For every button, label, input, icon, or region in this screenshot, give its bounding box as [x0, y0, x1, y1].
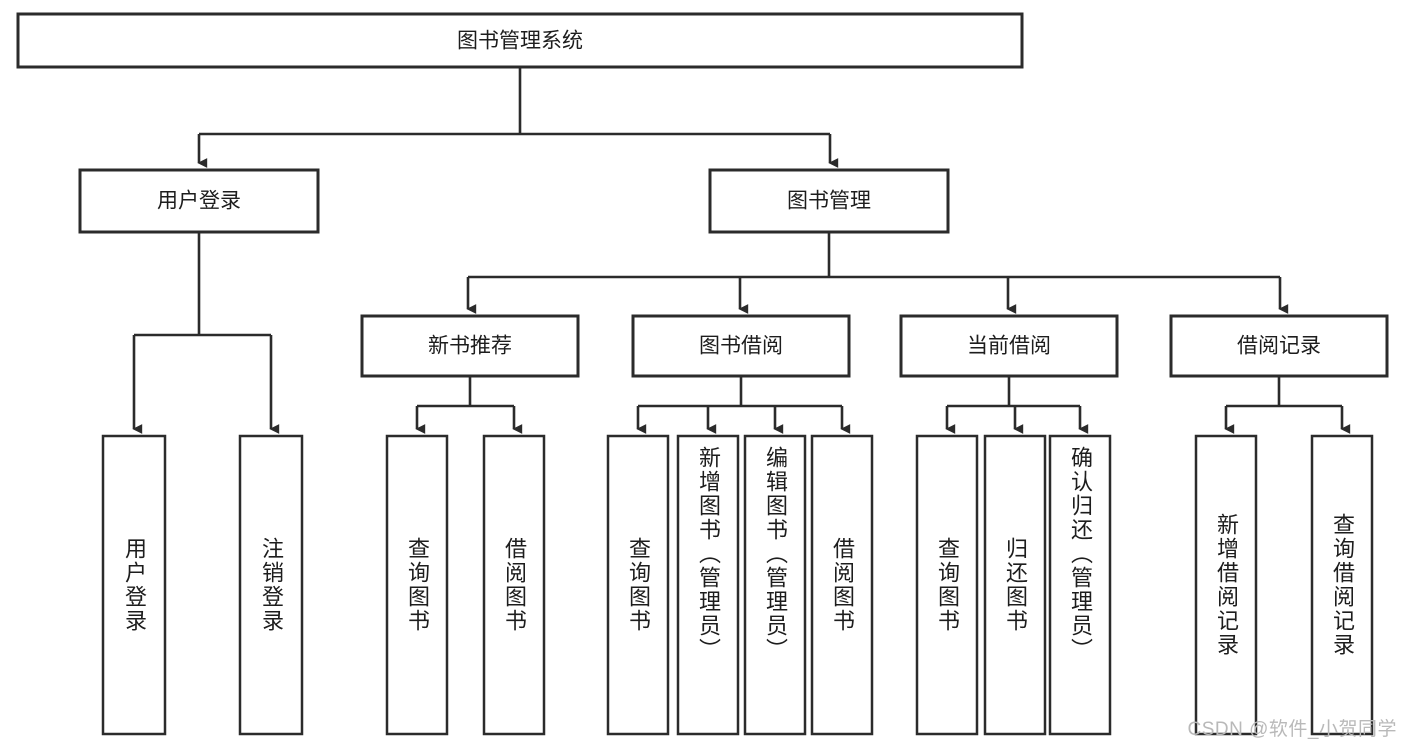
- node-new-book-recommend-label: 新书推荐: [428, 335, 512, 358]
- watermark-text: CSDN @软件_小贺同学: [1187, 719, 1397, 740]
- leaf-borrow-book-2-box[interactable]: [810, 434, 874, 736]
- node-book-borrow-box[interactable]: [631, 314, 851, 378]
- leaf-query-book-3-box[interactable]: [915, 434, 979, 736]
- leaf-add-book-box[interactable]: [676, 434, 740, 736]
- node-book-borrow-label: 图书借阅: [699, 335, 783, 358]
- node-current-borrow-label: 当前借阅: [967, 335, 1051, 358]
- node-borrow-record-box[interactable]: [1169, 314, 1389, 378]
- leaf-return-book-box[interactable]: [983, 434, 1047, 736]
- node-current-borrow-box[interactable]: [899, 314, 1119, 378]
- leaf-query-record-box[interactable]: [1310, 434, 1374, 736]
- node-user-login-label: 用户登录: [157, 190, 241, 213]
- leaf-add-record-box[interactable]: [1194, 434, 1258, 736]
- node-book-manage-label: 图书管理: [787, 190, 871, 213]
- leaf-user-logout-box[interactable]: [238, 434, 304, 736]
- leaf-query-book-2-box[interactable]: [606, 434, 670, 736]
- node-book-manage-box[interactable]: [708, 168, 950, 234]
- node-root-label: 图书管理系统: [457, 30, 583, 53]
- node-borrow-record-label: 借阅记录: [1237, 335, 1321, 358]
- leaf-user-login-box[interactable]: [101, 434, 167, 736]
- leaf-edit-book-box[interactable]: [743, 434, 807, 736]
- leaf-borrow-book-1-box[interactable]: [482, 434, 546, 736]
- node-root-box[interactable]: [16, 12, 1024, 69]
- leaf-confirm-return-box[interactable]: [1048, 434, 1112, 736]
- node-new-book-recommend-box[interactable]: [360, 314, 580, 378]
- leaf-query-book-1-box[interactable]: [385, 434, 449, 736]
